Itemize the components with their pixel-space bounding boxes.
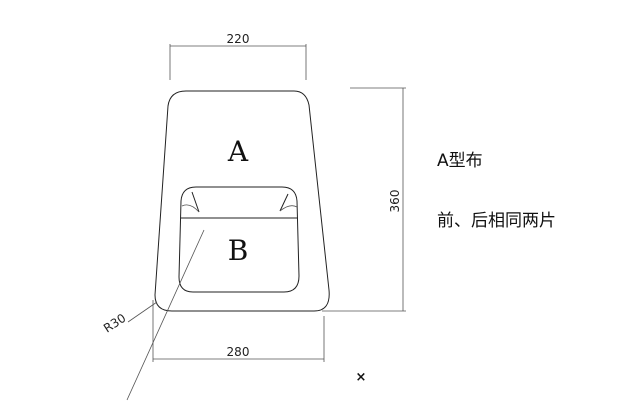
- cross-marker: ×: [356, 370, 367, 385]
- top-width-dimension: 220: [169, 32, 307, 80]
- note-line-1: A型布: [437, 151, 483, 171]
- height-label: 360: [388, 190, 402, 213]
- leader-line: [126, 229, 205, 401]
- inner-cutout: [178, 186, 300, 293]
- inner-corner-mark-left: [191, 191, 200, 213]
- radius-leader: [127, 301, 158, 323]
- note-line-2: 前、后相同两片: [437, 211, 556, 231]
- inner-corner-arc-right: [279, 205, 298, 212]
- region-b-label: B: [228, 234, 249, 267]
- radius-label: R30: [101, 311, 128, 336]
- region-a-label: A: [227, 135, 249, 168]
- height-dimension: 360: [322, 87, 406, 312]
- inner-corner-arc-left: [181, 204, 200, 213]
- top-width-label: 220: [227, 32, 250, 46]
- bottom-width-label: 280: [227, 345, 250, 359]
- inner-corner-mark-right: [279, 193, 289, 212]
- bottom-width-dimension: 280: [152, 300, 325, 362]
- outer-outline: [154, 90, 330, 312]
